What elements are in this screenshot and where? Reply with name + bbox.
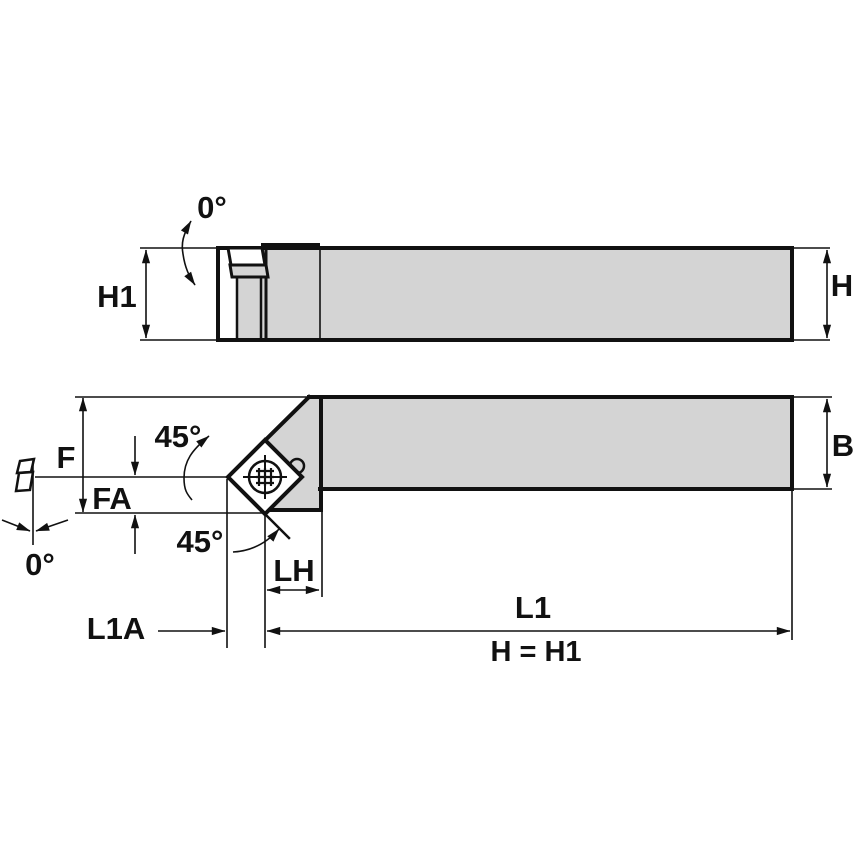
shank-side-fill [236,250,792,338]
screw-hatch [256,468,274,486]
body-front-outline [225,394,794,512]
lead-angle-upper-label: 45° [155,419,202,454]
front-view: 45° 45° F FA 0° LH B L1A L1 [1,394,854,668]
side-view: 0° H1 H [97,190,853,342]
clearance-angle-label: 0° [25,547,55,582]
lh-label: LH [273,553,314,588]
shim-side-view [228,263,270,279]
height-equality-note: H = H1 [490,636,581,668]
clearance-leader-left [1,519,31,532]
l1-label: L1 [515,590,551,625]
shank-side-outline [216,246,794,342]
lead-angle-upper-arc [183,435,210,501]
f-label: F [57,440,76,475]
h1-label: H1 [97,279,137,314]
shank-front-fill [322,398,790,487]
front-extension-lines-top [75,396,832,490]
back-angle-leader [180,220,196,286]
clamp-top-edge [261,243,320,250]
insert-side-view [226,246,267,267]
clearance-leader-right [35,519,69,532]
insert-edge-symbol-lower [14,470,35,493]
screw-column-lines [235,275,263,340]
lead-angle-lower-arc [232,528,280,553]
screw-head-circle [247,459,283,495]
front-extension-lines-vertical [226,479,793,648]
lead-angle-lower-label: 45° [177,524,224,559]
back-angle-label: 0° [197,190,227,225]
edge-angle-stub [263,512,291,540]
h-label: H [831,268,853,303]
clearance-symbol: 0° [1,457,69,582]
tip-reference-lines [35,476,264,514]
insert-screw-symbol [243,455,287,499]
l1a-label: L1A [87,611,146,646]
fa-label: FA [92,481,132,516]
b-label: B [832,428,854,463]
side-extension-lines [140,247,830,341]
